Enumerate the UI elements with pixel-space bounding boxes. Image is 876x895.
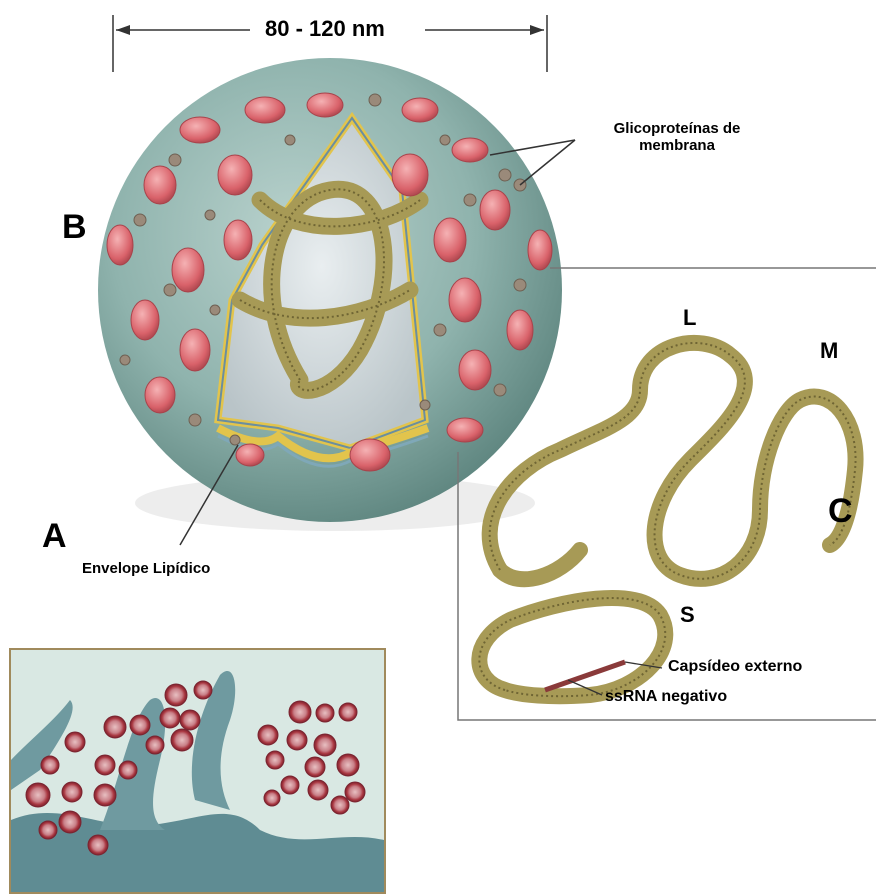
capsid-label: Capsídeo externo: [668, 658, 802, 676]
label-a: A: [42, 517, 67, 556]
label-b: B: [62, 208, 87, 247]
glycoproteins-label: Glicoproteínas de membrana: [577, 120, 777, 154]
segment-m-label: M: [820, 338, 838, 364]
electron-micrograph: [10, 649, 385, 893]
size-label: 80 - 120 nm: [265, 16, 385, 42]
virion: [98, 58, 562, 531]
ssrna-label: ssRNA negativo: [605, 688, 727, 706]
segment-l-label: L: [683, 305, 696, 331]
glycoproteins-label-line1: Glicoproteínas de: [577, 120, 777, 137]
glycoproteins-label-line2: membrana: [577, 137, 777, 154]
label-c: C: [828, 492, 853, 531]
envelope-label: Envelope Lipídico: [82, 560, 210, 577]
segment-s-label: S: [680, 602, 695, 628]
